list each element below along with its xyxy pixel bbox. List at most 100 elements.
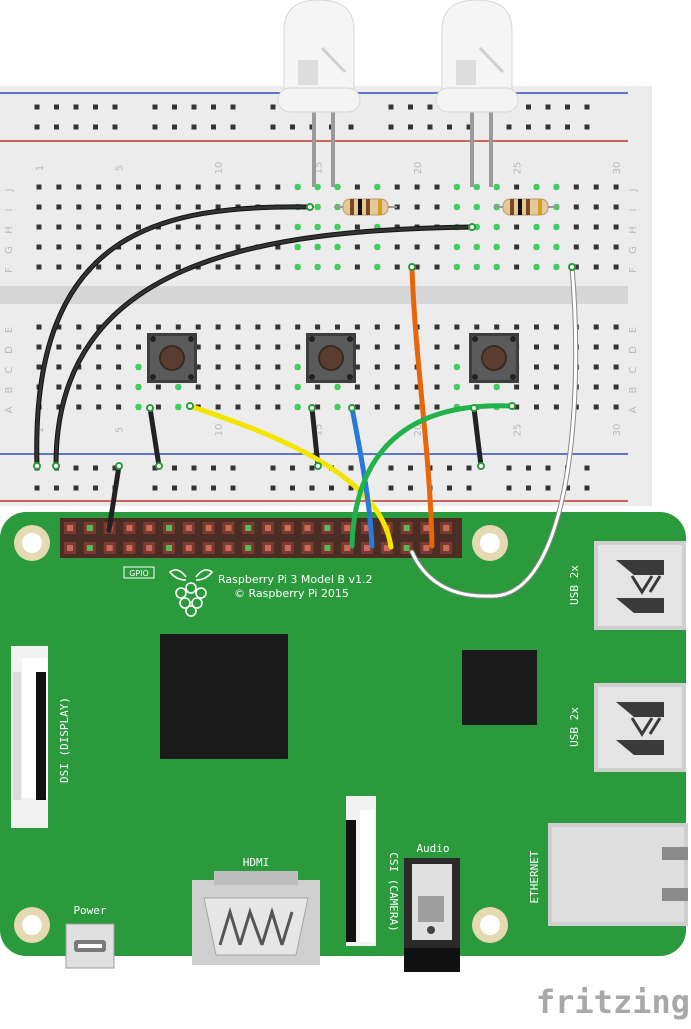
breadboard-hole [434, 184, 440, 190]
row-letter-label: G [628, 246, 639, 254]
power-rail-hole [388, 465, 394, 471]
breadboard-hole [36, 244, 42, 250]
breadboard-hole [573, 204, 579, 210]
row-letter-label: G [4, 246, 15, 254]
breadboard-hole [514, 324, 520, 330]
connected-hole [334, 263, 341, 271]
breadboard-hole [275, 324, 281, 330]
gpio-pin-core [304, 545, 311, 551]
breadboard-hole [374, 344, 380, 350]
breadboard-hole [374, 324, 380, 330]
breadboard-hole [434, 204, 440, 210]
breadboard-hole [593, 364, 599, 370]
breadboard-hole [235, 384, 241, 390]
power-rail-hole [93, 485, 98, 491]
breadboard-hole [235, 364, 241, 370]
connected-hole [314, 223, 321, 231]
gpio-pin-core [403, 545, 410, 551]
gpio-pin-core [245, 545, 252, 551]
row-letter-label: H [628, 226, 639, 234]
breadboard-hole [394, 264, 400, 270]
breadboard-hole [414, 204, 420, 210]
connected-hole [553, 243, 560, 251]
power-rail-hole [526, 465, 531, 471]
breadboard-hole [136, 224, 141, 230]
gpio-pin-core [126, 525, 133, 531]
breadboard-hole [195, 344, 201, 350]
breadboard-hole [96, 224, 102, 230]
breadboard-hole [76, 384, 82, 390]
row-letter-label: C [628, 366, 639, 373]
power-rail-hole [211, 485, 216, 491]
copyright-label: © Raspberry Pi 2015 [234, 587, 349, 600]
power-rail-hole [191, 465, 197, 471]
fritzing-logo: fritzing [536, 983, 690, 1021]
power-rail-hole [112, 465, 118, 471]
breadboard-hole [335, 324, 340, 330]
breadboard-hole [116, 184, 122, 190]
power-rail-hole [172, 465, 177, 471]
gpio-pin-core [205, 545, 212, 551]
row-letter-label: E [628, 327, 639, 333]
connected-hole [374, 183, 381, 191]
breadboard-hole [56, 344, 62, 350]
power-rail-hole [584, 124, 590, 130]
breadboard-hole [514, 384, 520, 390]
connected-hole [294, 383, 301, 391]
gpio-pin-core [245, 525, 252, 531]
breadboard-hole [434, 324, 440, 330]
breadboard-hole [155, 264, 161, 270]
breadboard-hole [76, 344, 82, 350]
connected-hole [334, 403, 341, 411]
power-rail-hole [466, 485, 472, 491]
row-letter-label: F [4, 267, 15, 273]
breadboard-hole [76, 184, 82, 190]
breadboard-hole [215, 244, 221, 250]
gpio-pin-core [146, 525, 153, 531]
power-rail-hole [230, 465, 236, 471]
breadboard-hole [96, 384, 102, 390]
usb-port-2 [594, 683, 686, 772]
breadboard-hole [56, 324, 62, 330]
connected-hole [294, 223, 301, 231]
breadboard-hole [155, 204, 161, 210]
power-rail-hole [565, 485, 570, 491]
breadboard-hole [175, 204, 181, 210]
breadboard-hole [76, 204, 82, 210]
usb-label-1: USB 2x [568, 565, 581, 605]
breadboard-hole [275, 264, 281, 270]
power-label: Power [73, 904, 106, 917]
breadboard-hole [255, 184, 261, 190]
power-rail-hole [348, 485, 354, 491]
breadboard-hole [56, 184, 62, 190]
breadboard-hole [255, 324, 261, 330]
breadboard-hole [215, 404, 221, 410]
breadboard-hole [116, 324, 122, 330]
breadboard-hole [136, 204, 141, 210]
column-number-label: 30 [612, 162, 623, 175]
breadboard-hole [394, 244, 400, 250]
power-rail-hole [191, 124, 197, 130]
breadboard-hole [374, 404, 380, 410]
power-rail-hole [73, 485, 79, 491]
breadboard-hole [593, 224, 599, 230]
connected-hole [294, 243, 301, 251]
breadboard-hole [534, 344, 539, 350]
breadboard-hole [116, 404, 122, 410]
row-letter-label: C [4, 366, 15, 373]
connected-hole [493, 263, 500, 271]
breadboard-hole [36, 204, 42, 210]
connected-hole [175, 383, 182, 391]
power-rail-hole [526, 485, 531, 491]
breadboard-hole [36, 364, 42, 370]
breadboard-hole [613, 244, 619, 250]
gpio-pin-core [185, 525, 192, 531]
connected-hole [493, 243, 500, 251]
breadboard-hole [36, 184, 42, 190]
connected-hole [374, 243, 381, 251]
connected-hole [453, 203, 461, 211]
power-rail-hole [447, 465, 452, 471]
